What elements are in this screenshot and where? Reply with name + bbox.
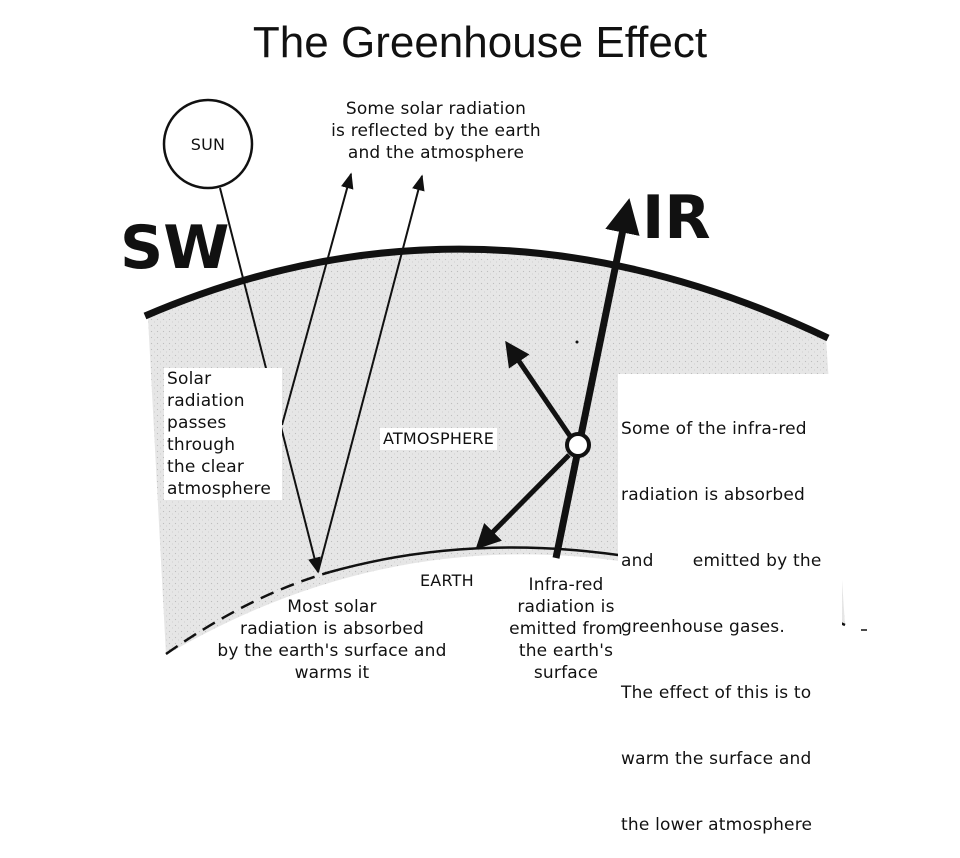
- reflected-ray-surface: [317, 174, 425, 573]
- reflected-ray-atmosphere: [281, 172, 354, 426]
- solar-passes-line-3: passes: [167, 413, 227, 433]
- reflected-line-1: Some solar radiation: [345, 99, 527, 119]
- reflected-caption: Some solar radiation is reflected by the…: [316, 98, 556, 164]
- ir-emitted-line-5: surface: [533, 663, 599, 683]
- ir-outgoing-ray: [552, 198, 640, 559]
- slide-title: The Greenhouse Effect: [252, 18, 708, 67]
- solar-passes-line-1: Solar: [167, 369, 212, 389]
- absorbed-line-4: warms it: [294, 663, 370, 683]
- absorbed-line-1: Most solar: [287, 597, 377, 617]
- reflected-line-2: is reflected by the earth: [331, 121, 541, 141]
- earth-label: EARTH: [420, 571, 474, 590]
- ir-absorbed-line-6: warm the surface and: [621, 749, 812, 769]
- atmosphere-label: ATMOSPHERE: [380, 428, 498, 450]
- ir-reemitted-down: [475, 453, 571, 550]
- solar-passes-line-4: through: [167, 435, 236, 455]
- ir-reemitted-up: [505, 340, 573, 438]
- solar-passes-line-5: the clear: [167, 457, 245, 477]
- ir-emitted-caption: Infra-red radiation is emitted from the …: [486, 574, 646, 684]
- absorbed-surface-caption: Most solar radiation is absorbed by the …: [212, 596, 452, 684]
- absorbed-line-2: radiation is absorbed: [240, 619, 424, 639]
- ir-absorbed-line-1: Some of the infra-red: [621, 419, 807, 439]
- ir-absorbed-line-7: the lower atmosphere: [621, 815, 813, 835]
- ir-absorbed-line-3: and emitted by the: [621, 551, 822, 571]
- sun-label: SUN: [190, 135, 226, 154]
- ir-label: IR: [642, 183, 711, 253]
- greenhouse-gas-molecule: [565, 432, 591, 458]
- solar-passes-caption: Solar radiation passes through the clear…: [164, 368, 282, 500]
- solar-passes-line-6: atmosphere: [167, 479, 271, 499]
- sw-label: SW: [120, 213, 230, 283]
- ir-absorbed-caption: Some of the infra-red radiation is absor…: [618, 374, 842, 858]
- speck-dot: [575, 340, 579, 344]
- ir-emitted-line-1: Infra-red: [528, 575, 604, 595]
- ir-emitted-line-2: radiation is: [517, 597, 615, 617]
- solar-passes-line-2: radiation: [167, 391, 245, 411]
- ir-absorbed-line-5: The effect of this is to: [621, 683, 812, 703]
- ir-absorbed-line-2: radiation is absorbed: [621, 485, 805, 505]
- reflected-line-3: and the atmosphere: [347, 143, 525, 163]
- earth-surface-dashed: [165, 570, 331, 656]
- sun-circle: [162, 98, 254, 190]
- ir-absorbed-line-4: greenhouse gases.: [621, 617, 785, 637]
- atmosphere-top-boundary: [143, 245, 830, 342]
- ir-emitted-line-4: the earth's: [518, 641, 614, 661]
- absorbed-line-3: by the earth's surface and: [217, 641, 447, 661]
- ir-emitted-line-3: emitted from: [509, 619, 623, 639]
